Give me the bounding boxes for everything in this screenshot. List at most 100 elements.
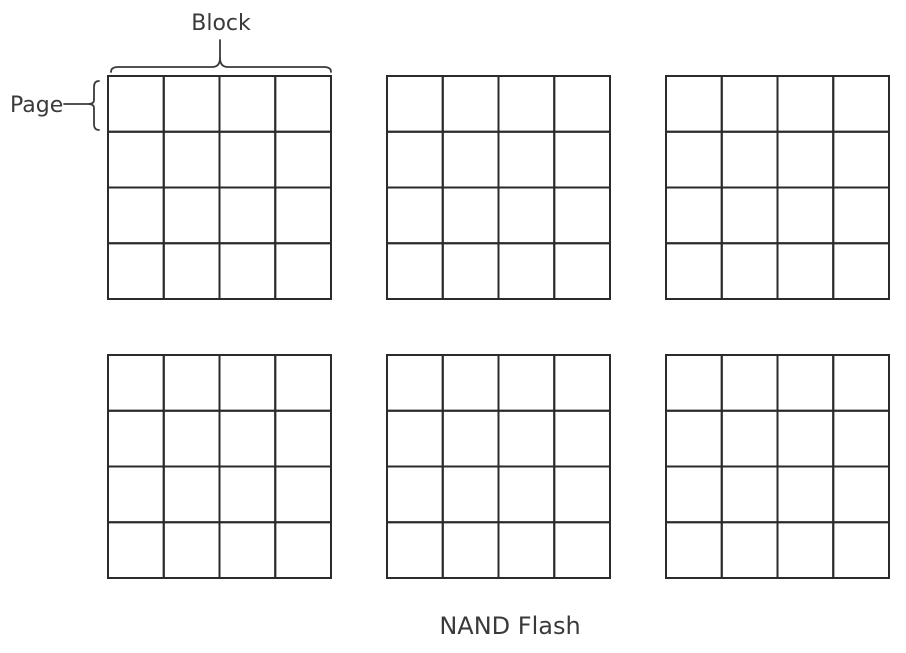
- page-cell: [441, 354, 500, 412]
- page-cell: [218, 186, 277, 245]
- page-cell: [107, 186, 165, 245]
- page-cell: [832, 521, 890, 579]
- page-cell: [162, 521, 221, 579]
- page-cell: [720, 242, 779, 300]
- block: [665, 354, 890, 579]
- page-cell: [497, 242, 556, 300]
- page-cell: [665, 409, 723, 468]
- block: [107, 75, 332, 300]
- block: [665, 75, 890, 300]
- page-cell: [720, 521, 779, 579]
- page-cell: [386, 186, 444, 245]
- page-cell: [497, 465, 556, 524]
- page-cell: [162, 409, 221, 468]
- page-cell: [218, 354, 277, 412]
- page-cell: [497, 75, 556, 133]
- page-label: Page: [10, 93, 63, 118]
- page-cell: [218, 242, 277, 300]
- page-cell: [497, 186, 556, 245]
- page-cell: [386, 130, 444, 189]
- page-cell: [665, 242, 723, 300]
- block-brace: [110, 39, 332, 73]
- page-cell: [776, 409, 835, 468]
- page-cell: [107, 465, 165, 524]
- page-cell: [218, 409, 277, 468]
- page-cell: [832, 242, 890, 300]
- page-cell: [162, 354, 221, 412]
- page-brace: [63, 80, 100, 131]
- block: [386, 354, 611, 579]
- block-label: Block: [191, 11, 251, 36]
- page-cell: [107, 354, 165, 412]
- page-cell: [218, 75, 277, 133]
- page-cell: [162, 186, 221, 245]
- page-cell: [274, 242, 332, 300]
- page-cell: [107, 130, 165, 189]
- page-cell: [274, 465, 332, 524]
- page-cell: [832, 354, 890, 412]
- page-cell: [776, 242, 835, 300]
- page-cell: [441, 521, 500, 579]
- page-cell: [107, 242, 165, 300]
- diagram-caption: NAND Flash: [439, 612, 580, 640]
- page-cell: [274, 354, 332, 412]
- page-cell: [497, 130, 556, 189]
- page-cell: [497, 409, 556, 468]
- page-cell: [553, 521, 611, 579]
- page-cell: [274, 409, 332, 468]
- page-cell: [107, 75, 165, 133]
- page-cell: [832, 130, 890, 189]
- page-cell: [665, 130, 723, 189]
- page-cell: [665, 354, 723, 412]
- page-cell: [832, 186, 890, 245]
- page-cell: [776, 521, 835, 579]
- page-cell: [553, 242, 611, 300]
- page-cell: [386, 242, 444, 300]
- page-cell: [665, 521, 723, 579]
- page-cell: [162, 130, 221, 189]
- page-cell: [497, 521, 556, 579]
- page-cell: [553, 354, 611, 412]
- page-cell: [665, 75, 723, 133]
- page-cell: [553, 75, 611, 133]
- page-cell: [553, 186, 611, 245]
- page-cell: [720, 75, 779, 133]
- page-cell: [497, 354, 556, 412]
- page-cell: [553, 130, 611, 189]
- page-cell: [665, 186, 723, 245]
- page-cell: [162, 465, 221, 524]
- page-cell: [107, 409, 165, 468]
- page-cell: [441, 409, 500, 468]
- page-cell: [441, 242, 500, 300]
- page-cell: [832, 409, 890, 468]
- page-cell: [441, 465, 500, 524]
- page-cell: [832, 465, 890, 524]
- block: [107, 354, 332, 579]
- page-cell: [274, 186, 332, 245]
- page-cell: [274, 130, 332, 189]
- page-cell: [720, 130, 779, 189]
- page-cell: [162, 242, 221, 300]
- page-cell: [218, 521, 277, 579]
- page-cell: [386, 465, 444, 524]
- page-cell: [832, 75, 890, 133]
- page-cell: [162, 75, 221, 133]
- page-cell: [665, 465, 723, 524]
- page-cell: [776, 465, 835, 524]
- page-cell: [776, 354, 835, 412]
- page-cell: [441, 186, 500, 245]
- page-cell: [720, 186, 779, 245]
- page-cell: [274, 521, 332, 579]
- page-cell: [720, 409, 779, 468]
- page-cell: [386, 354, 444, 412]
- page-cell: [441, 130, 500, 189]
- page-cell: [720, 354, 779, 412]
- block-grid: [107, 75, 890, 579]
- page-cell: [776, 75, 835, 133]
- page-cell: [274, 75, 332, 133]
- block: [386, 75, 611, 300]
- page-cell: [776, 130, 835, 189]
- page-cell: [218, 130, 277, 189]
- page-cell: [386, 521, 444, 579]
